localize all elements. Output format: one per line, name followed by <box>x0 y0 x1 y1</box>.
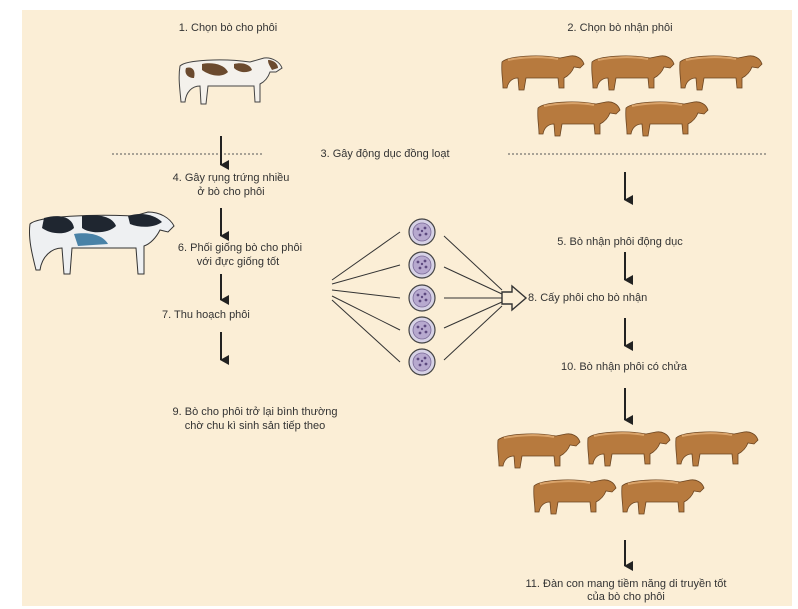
recipient-cow-icon <box>536 100 621 137</box>
fan-lines-left <box>331 231 401 363</box>
step-6-label-line1: 6. Phối giống bò cho phôi <box>177 242 303 254</box>
step-2-label: 2. Chọn bò nhận phôi <box>567 22 673 34</box>
step-6-label-line2: với đực giống tốt <box>196 256 280 268</box>
step-10-label: 10. Bò nhận phôi có chửa <box>560 361 688 373</box>
step-3-label: 3. Gây động dục đồng loạt <box>316 148 454 161</box>
embryo-dish-icon <box>408 251 436 279</box>
recipient-cow-icon <box>496 432 581 469</box>
embryo-dish-icon <box>408 218 436 246</box>
recipient-cow-icon <box>586 430 671 467</box>
step-11-label-line1: 11. Đàn con mang tiềm năng di truyền tốt <box>525 578 727 590</box>
embryo-dish-icon <box>408 284 436 312</box>
recipient-cow-icon <box>678 54 763 91</box>
step-9-label-line2: chờ chu kì sinh sản tiếp theo <box>184 420 326 432</box>
step-11-label-line2: của bò cho phôi <box>587 591 665 603</box>
step-4-label-line2: ở bò cho phôi <box>197 186 265 198</box>
embryo-dish-icon <box>408 316 436 344</box>
hollow-arrow-icon <box>501 284 528 312</box>
recipient-cow-icon <box>500 54 585 91</box>
bull-icon <box>29 211 175 275</box>
recipient-cow-icon <box>532 478 617 515</box>
recipient-cow-icon <box>624 100 709 137</box>
step-9-label-line1: 9. Bò cho phôi trở lại bình thường <box>172 406 338 418</box>
step-5-label: 5. Bò nhận phôi động dục <box>557 236 683 248</box>
donor-cow-icon <box>178 57 283 105</box>
fan-lines-right <box>443 235 503 361</box>
step-8-label: 8. Cấy phôi cho bò nhận <box>528 292 648 304</box>
embryo-dish-icon <box>408 348 436 376</box>
step-4-label-line1: 4. Gây rụng trứng nhiều <box>172 172 290 184</box>
recipient-cow-icon <box>674 430 759 467</box>
step-7-label: 7. Thu hoạch phôi <box>162 309 250 321</box>
step-1-label: 1. Chọn bò cho phôi <box>178 22 278 34</box>
recipient-cow-icon <box>590 54 675 91</box>
recipient-cow-icon <box>620 478 705 515</box>
